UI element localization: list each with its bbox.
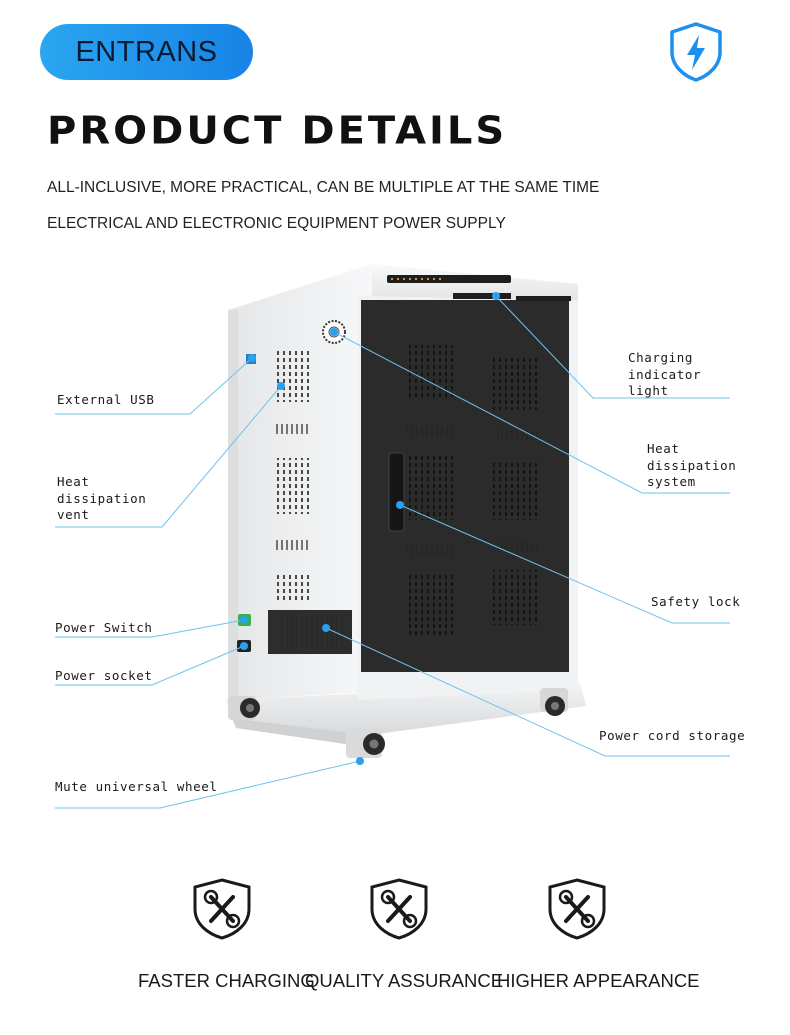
feature-quality-assurance: QUALITY ASSURANCE [305,970,504,991]
label-power-cord-storage: Power cord storage [599,728,746,743]
label-heat-dissipation-vent: Heat dissipation vent [57,474,147,522]
subtitle-line-2: ELECTRICAL AND ELECTRONIC EQUIPMENT POWE… [47,215,506,232]
feature-faster-charging: FASTER CHARGING [138,970,315,991]
wrench-screwdriver-shield-icon [193,878,251,940]
label-mute-universal-wheel: Mute universal wheel [55,779,218,794]
label-power-switch: Power Switch [55,620,153,635]
label-heat-dissipation-system: Heat dissipation system [647,441,737,489]
label-safety-lock: Safety lock [651,594,741,609]
brand-name: ENTRANS [75,35,218,68]
label-charging-indicator-light: Charging indicator light [628,350,702,398]
label-power-socket: Power socket [55,668,153,683]
wrench-screwdriver-shield-icon [370,878,428,940]
page-title: PRODUCT DETAILS [47,109,508,153]
subtitle-line-1: ALL-INCLUSIVE, MORE PRACTICAL, CAN BE MU… [47,179,600,196]
lightning-shield-icon [670,22,722,82]
label-external-usb: External USB [57,392,155,407]
feature-higher-appearance: HIGHER APPEARANCE [497,970,700,991]
charging-cabinet-illustration [55,264,730,809]
wrench-screwdriver-shield-icon [548,878,606,940]
brand-badge: ENTRANS [40,24,253,80]
